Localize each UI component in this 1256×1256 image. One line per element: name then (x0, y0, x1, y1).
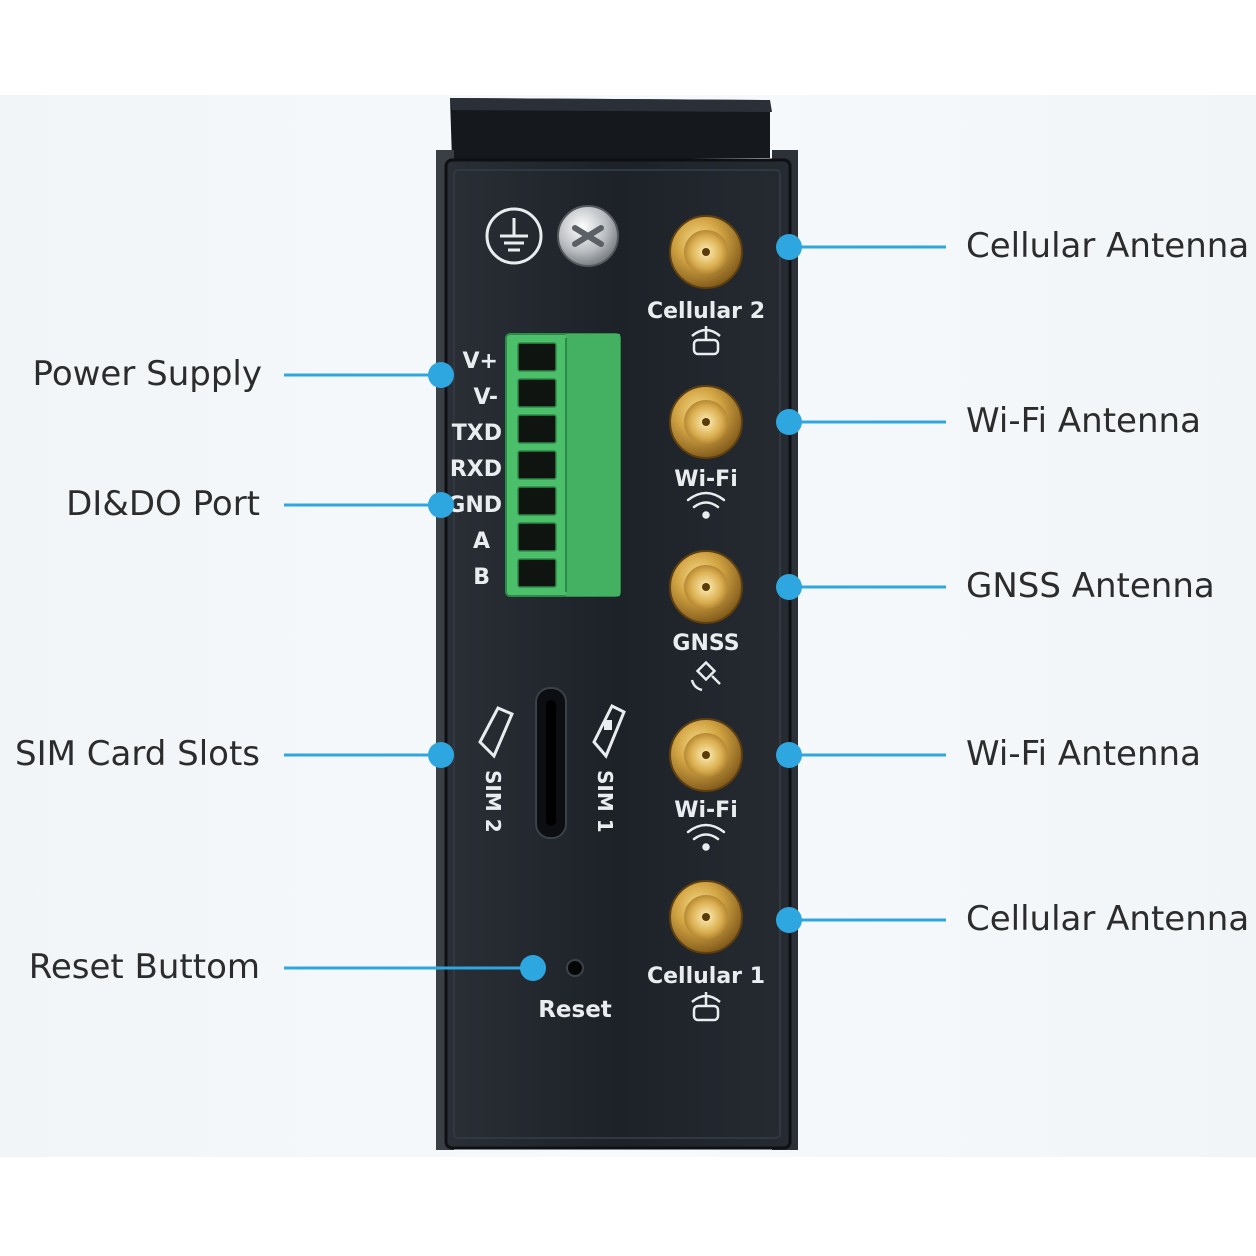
callout-dot-cell2 (776, 234, 802, 260)
sma-connector-gnss (669, 550, 743, 624)
callout-label-gnss-antenna: GNSS Antenna (966, 566, 1215, 606)
sma-connector-cellular1 (669, 880, 743, 954)
callout-label-cellular-antenna-top: Cellular Antenna (966, 226, 1250, 266)
ground-icon (485, 207, 543, 265)
ground-screw-icon (557, 205, 619, 267)
din-clip (450, 98, 770, 160)
callout-dot-power (428, 362, 454, 388)
label-wifi-bottom: Wi-Fi (674, 798, 738, 823)
callout-label-wifi-antenna-top: Wi-Fi Antenna (966, 401, 1201, 441)
callout-dot-sim (428, 742, 454, 768)
cellular-antenna-icon (691, 992, 721, 1022)
pin-label-txd: TXD (452, 421, 502, 446)
callout-label-reset-button: Reset Buttom (28, 947, 260, 987)
pin-label-vplus: V+ (463, 349, 498, 374)
callout-label-power-supply: Power Supply (32, 354, 262, 394)
label-sim1: SIM 1 (593, 770, 617, 833)
pin-label-vminus: V- (473, 385, 498, 410)
satellite-icon (690, 660, 721, 692)
terminal-block (505, 333, 621, 597)
callout-dot-dido (428, 492, 454, 518)
callout-dot-gnss (776, 574, 802, 600)
callout-dot-cell1 (776, 907, 802, 933)
label-sim2: SIM 2 (481, 770, 505, 833)
sma-connector-wifi-bottom (669, 718, 743, 792)
wifi-icon (686, 823, 726, 851)
callout-label-dido-port: DI&DO Port (66, 484, 260, 524)
label-wifi-top: Wi-Fi (674, 467, 738, 492)
callout-label-cellular-antenna-bottom: Cellular Antenna (966, 899, 1250, 939)
pin-label-rxd: RXD (450, 457, 502, 482)
sim-slot (535, 687, 567, 839)
pin-label-b: B (473, 565, 490, 590)
label-reset: Reset (538, 997, 612, 1023)
callout-label-sim-card-slots: SIM Card Slots (15, 734, 260, 774)
callout-dot-wifi1 (776, 409, 802, 435)
sim1-card-icon (592, 703, 626, 759)
sim2-card-icon (478, 706, 514, 759)
wifi-icon (686, 491, 726, 519)
cellular-antenna-icon (691, 326, 721, 356)
reset-hole[interactable] (566, 959, 584, 977)
pin-label-gnd: GND (447, 493, 502, 518)
label-cellular-2: Cellular 2 (647, 299, 765, 324)
label-cellular-1: Cellular 1 (647, 964, 765, 989)
label-gnss: GNSS (672, 631, 739, 656)
sma-connector-wifi-top (669, 385, 743, 459)
sma-connector-cellular2 (669, 215, 743, 289)
callout-dot-wifi2 (776, 742, 802, 768)
pin-label-a: A (473, 529, 490, 554)
callout-dot-reset (520, 955, 546, 981)
callout-label-wifi-antenna-bottom: Wi-Fi Antenna (966, 734, 1201, 774)
